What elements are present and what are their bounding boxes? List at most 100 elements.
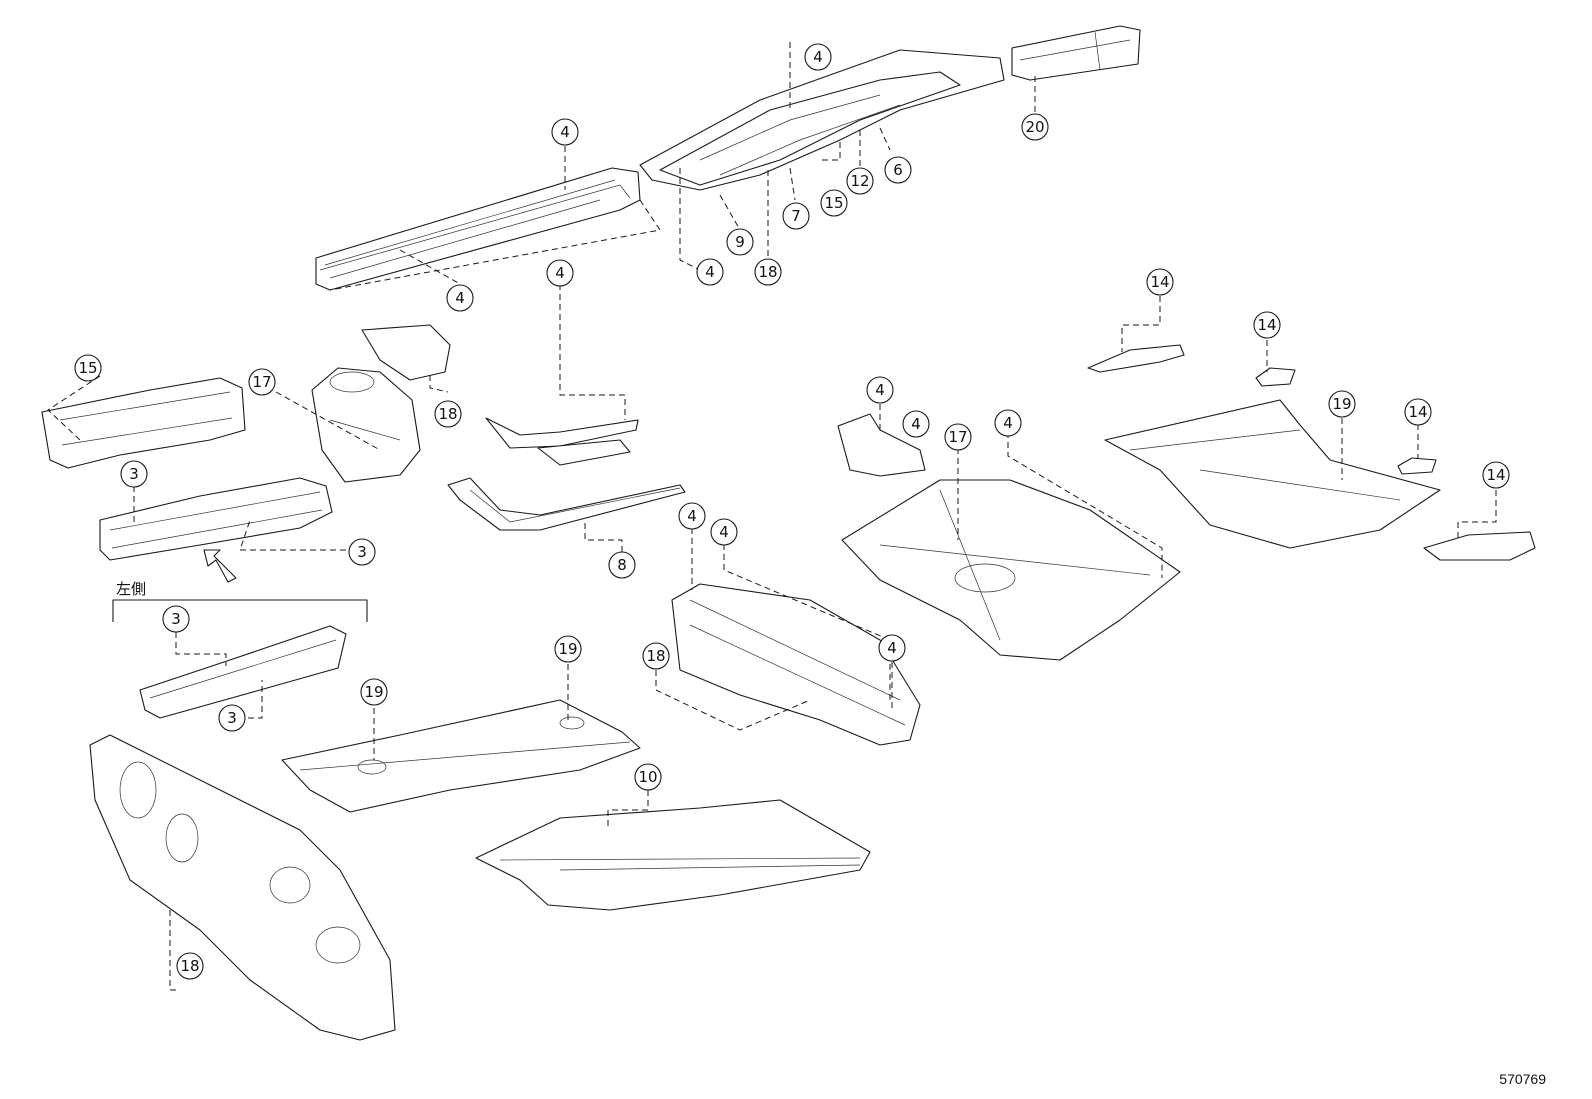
svg-text:3: 3 bbox=[129, 465, 139, 483]
callout-bubble: 3 bbox=[162, 605, 190, 633]
callout-bubble: 18 bbox=[754, 258, 782, 286]
svg-text:3: 3 bbox=[357, 543, 367, 561]
part-dash-panel bbox=[89, 734, 396, 1041]
part-front-floor-pan bbox=[281, 699, 641, 813]
callout-bubble: 7 bbox=[782, 202, 810, 230]
part-floor-side-member bbox=[447, 477, 686, 531]
svg-text:19: 19 bbox=[558, 640, 577, 658]
callout-bubble: 4 bbox=[902, 410, 930, 438]
svg-text:3: 3 bbox=[227, 709, 237, 727]
callout-bubble: 17 bbox=[248, 368, 276, 396]
svg-text:18: 18 bbox=[180, 957, 199, 975]
part-upper-apron-left bbox=[41, 377, 246, 469]
callout-bubble: 6 bbox=[884, 156, 912, 184]
svg-text:4: 4 bbox=[719, 523, 729, 541]
svg-text:14: 14 bbox=[1150, 273, 1169, 291]
callout-bubble: 4 bbox=[994, 409, 1022, 437]
callout-bubble: 18 bbox=[434, 400, 462, 428]
callout-bubble: 19 bbox=[554, 635, 582, 663]
svg-text:4: 4 bbox=[687, 507, 697, 525]
svg-text:18: 18 bbox=[438, 405, 457, 423]
part-bracket-14-c bbox=[1397, 457, 1437, 475]
svg-text:10: 10 bbox=[638, 768, 657, 786]
callout-bubble: 4 bbox=[546, 259, 574, 287]
svg-text:7: 7 bbox=[791, 207, 801, 225]
svg-text:4: 4 bbox=[911, 415, 921, 433]
callout-bubble: 10 bbox=[634, 763, 662, 791]
callout-bubble: 17 bbox=[944, 423, 972, 451]
part-bracket-14-a bbox=[1087, 344, 1185, 373]
part-strut-bracket bbox=[837, 413, 926, 477]
direction-arrow bbox=[203, 549, 237, 583]
svg-text:17: 17 bbox=[252, 373, 271, 391]
callout-bubble: 4 bbox=[551, 118, 579, 146]
left-side-bracket bbox=[112, 599, 368, 622]
callout-bubble: 3 bbox=[120, 460, 148, 488]
callout-bubble: 8 bbox=[608, 551, 636, 579]
callout-bubble: 9 bbox=[726, 228, 754, 256]
svg-text:17: 17 bbox=[948, 428, 967, 446]
part-floor-pan-tunnel bbox=[475, 799, 871, 911]
part-rocker-inner bbox=[485, 417, 639, 466]
callout-bubble: 18 bbox=[642, 642, 670, 670]
part-rear-extension bbox=[1011, 25, 1141, 81]
part-suspension-tower bbox=[311, 367, 421, 483]
callout-bubble: 4 bbox=[696, 258, 724, 286]
svg-text:18: 18 bbox=[646, 647, 665, 665]
callout-bubble: 19 bbox=[360, 678, 388, 706]
callout-bubble: 4 bbox=[878, 634, 906, 662]
svg-text:4: 4 bbox=[875, 381, 885, 399]
leader-lines bbox=[47, 42, 1497, 991]
svg-text:9: 9 bbox=[735, 233, 745, 251]
callout-bubble: 19 bbox=[1328, 390, 1356, 418]
figure-number: 570769 bbox=[1499, 1071, 1546, 1087]
part-bracket-14-d bbox=[1423, 531, 1536, 561]
svg-text:4: 4 bbox=[455, 289, 465, 307]
part-rear-floor-pan bbox=[841, 479, 1181, 661]
callout-bubble: 4 bbox=[804, 43, 832, 71]
svg-text:19: 19 bbox=[1332, 395, 1351, 413]
svg-text:4: 4 bbox=[555, 264, 565, 282]
part-bracket-14-b bbox=[1255, 367, 1296, 387]
svg-text:15: 15 bbox=[78, 359, 97, 377]
svg-text:4: 4 bbox=[1003, 414, 1013, 432]
callout-bubble: 4 bbox=[678, 502, 706, 530]
svg-text:14: 14 bbox=[1257, 316, 1276, 334]
svg-text:4: 4 bbox=[887, 639, 897, 657]
svg-text:4: 4 bbox=[560, 123, 570, 141]
callout-bubble: 15 bbox=[74, 354, 102, 382]
svg-text:20: 20 bbox=[1025, 118, 1044, 136]
svg-text:4: 4 bbox=[813, 48, 823, 66]
part-rear-crossmember bbox=[671, 583, 921, 746]
callout-bubble: 4 bbox=[710, 518, 738, 546]
svg-text:14: 14 bbox=[1408, 403, 1427, 421]
svg-text:14: 14 bbox=[1486, 466, 1505, 484]
svg-text:8: 8 bbox=[617, 556, 627, 574]
callout-bubble: 15 bbox=[820, 189, 848, 217]
part-tower-bracket bbox=[361, 324, 451, 381]
callout-bubble: 14 bbox=[1482, 461, 1510, 489]
callout-bubble: 3 bbox=[218, 704, 246, 732]
part-rear-floor-pan-2 bbox=[1104, 399, 1441, 549]
left-side-label: 左側 bbox=[116, 580, 146, 598]
svg-text:4: 4 bbox=[705, 263, 715, 281]
callout-bubble: 4 bbox=[866, 376, 894, 404]
callout-bubble: 18 bbox=[176, 952, 204, 980]
svg-text:12: 12 bbox=[850, 172, 869, 190]
svg-text:19: 19 bbox=[364, 683, 383, 701]
part-rocker-rail-upper bbox=[315, 167, 641, 291]
callout-bubble: 20 bbox=[1021, 113, 1049, 141]
svg-text:3: 3 bbox=[171, 610, 181, 628]
svg-text:15: 15 bbox=[824, 194, 843, 212]
callout-bubble: 3 bbox=[348, 538, 376, 566]
part-front-side-member bbox=[639, 49, 1005, 191]
part-front-side-member-left bbox=[99, 477, 333, 561]
callout-bubble: 12 bbox=[846, 167, 874, 195]
svg-text:18: 18 bbox=[758, 263, 777, 281]
part-front-side-member-left-2 bbox=[139, 625, 347, 719]
callout-bubble: 4 bbox=[446, 284, 474, 312]
callout-bubble: 14 bbox=[1404, 398, 1432, 426]
svg-text:6: 6 bbox=[893, 161, 903, 179]
